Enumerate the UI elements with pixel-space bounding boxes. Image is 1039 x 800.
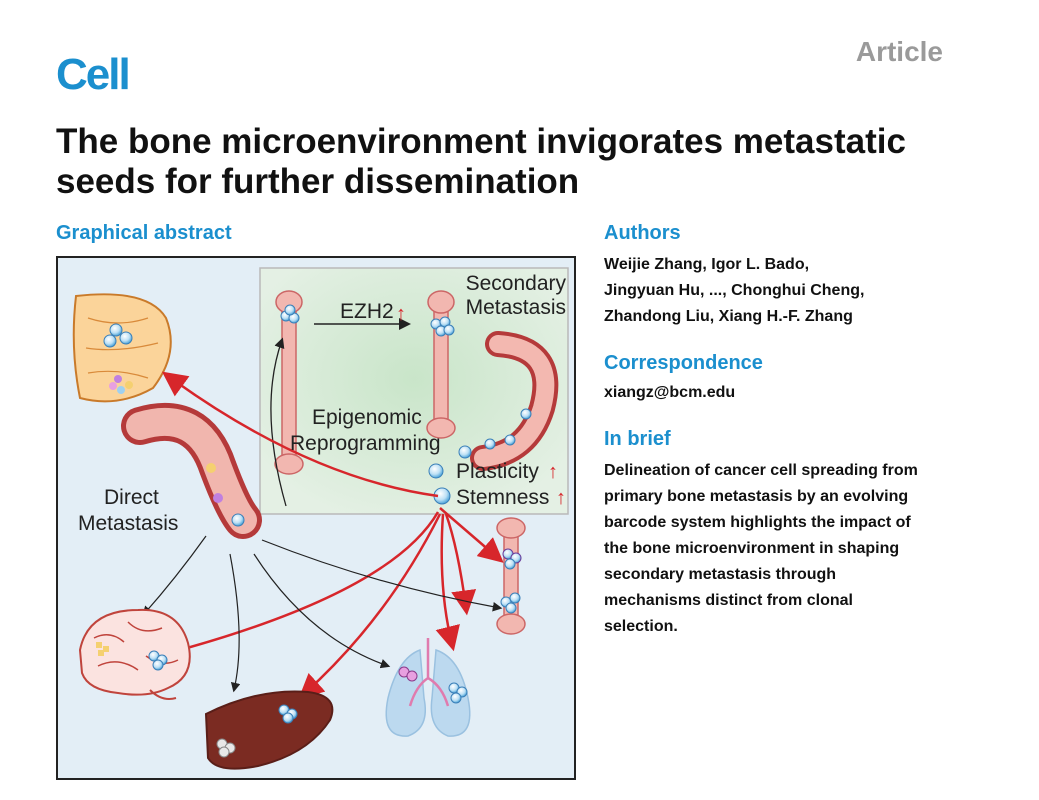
label-secondary: Secondary (466, 272, 567, 295)
in-brief-line: mechanisms distinct from clonal (604, 592, 853, 609)
bone-left (274, 290, 304, 475)
bone-middle (426, 290, 456, 439)
authors-line-1: Weijie Zhang, Igor L. Bado, (604, 256, 810, 273)
label-ezh2: EZH2 (340, 300, 394, 323)
liver-illustration (204, 690, 334, 770)
in-brief-line: the bone microenvironment in shaping (604, 540, 900, 557)
graphical-abstract-figure: Secondary Metastasis EZH2 ↑ Epigenomic R… (56, 256, 576, 780)
in-brief-line: secondary metastasis through (604, 566, 837, 583)
correspondence-heading: Correspondence (604, 352, 763, 374)
label-stemness: Stemness (456, 486, 549, 509)
label-plasticity: Plasticity (456, 460, 539, 483)
inset-panel (259, 267, 569, 515)
article-type-label: Article (855, 36, 943, 67)
label-metastasis-secondary: Metastasis (466, 296, 566, 319)
label-metastasis-direct: Metastasis (78, 512, 178, 535)
authors-line-2: Jingyuan Hu, ..., Chonghui Cheng, (604, 282, 865, 299)
up-arrow-icon: ↑ (548, 461, 558, 483)
journal-logo: Cell (56, 50, 131, 99)
in-brief-line: Delineation of cancer cell spreading fro… (604, 462, 918, 479)
graphical-abstract-illustration: Secondary Metastasis EZH2 ↑ Epigenomic R… (72, 267, 569, 770)
label-reprogramming: Reprogramming (290, 432, 441, 455)
in-brief-heading: In brief (604, 428, 671, 450)
bone-right (496, 517, 526, 635)
authors-heading: Authors (604, 222, 681, 244)
label-direct: Direct (104, 486, 159, 509)
in-brief-line: selection. (604, 618, 678, 635)
in-brief-line: primary bone metastasis by an evolving (604, 488, 909, 505)
up-arrow-icon: ↑ (556, 487, 566, 509)
authors-line-3: Zhandong Liu, Xiang H.-F. Zhang (604, 308, 853, 325)
lungs-illustration (385, 638, 471, 737)
correspondence-email[interactable]: xiangz@bcm.edu (604, 384, 736, 401)
article-title: The bone microenvironment invigorates me… (56, 122, 906, 201)
brain-illustration (78, 608, 191, 700)
main-vessel (121, 402, 262, 539)
up-arrow-icon: ↑ (396, 303, 406, 325)
breast-illustration (72, 293, 172, 403)
in-brief-line: barcode system highlights the impact of (604, 514, 911, 531)
label-epigenomic: Epigenomic (312, 406, 422, 429)
graphical-abstract-heading: Graphical abstract (56, 222, 232, 244)
